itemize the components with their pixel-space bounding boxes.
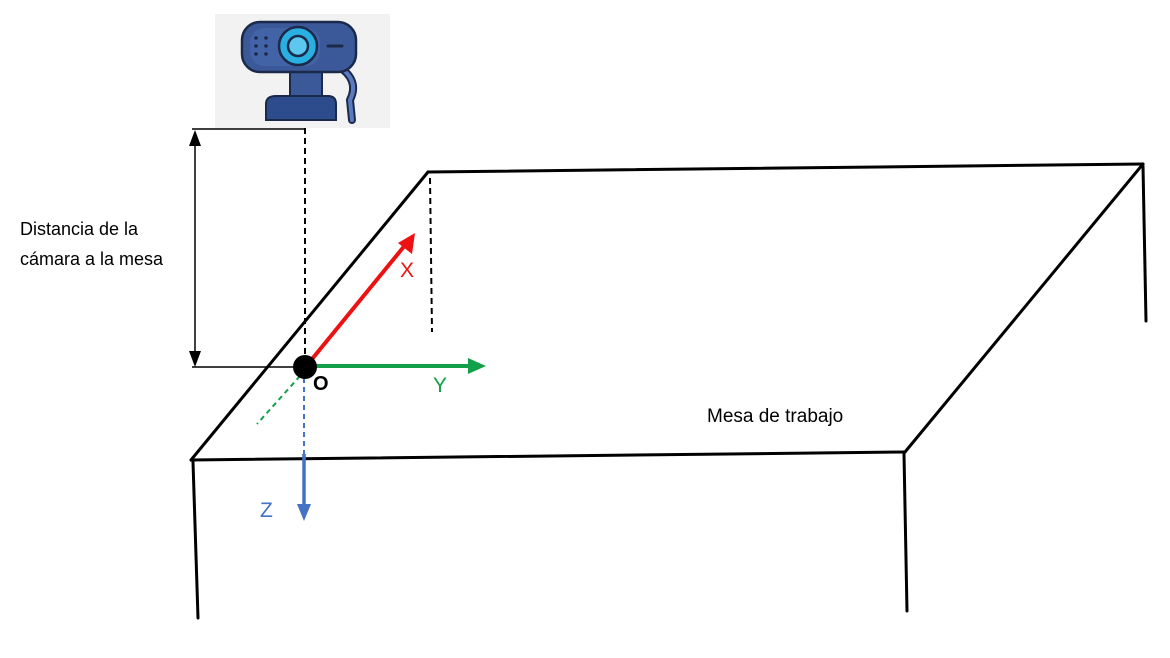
distance-dimension xyxy=(189,128,305,368)
origin-point xyxy=(293,355,317,379)
table-leg-front-right xyxy=(902,452,909,613)
distance-label-line1: Distancia de la xyxy=(20,219,139,239)
axis-z-label: Z xyxy=(260,499,273,522)
dimension-arrowhead-down xyxy=(189,351,201,367)
table-edge-right xyxy=(903,162,1145,454)
work-table xyxy=(189,162,1148,620)
back-corner-guide xyxy=(429,177,433,333)
distance-label-line2: cámara a la mesa xyxy=(20,249,164,269)
dimension-arrowhead-up xyxy=(189,130,201,146)
table-edge-front xyxy=(189,450,907,462)
distance-label: Distancia de la cámara a la mesa xyxy=(20,214,163,274)
origin-label: O xyxy=(313,373,329,395)
table-leg-back-right xyxy=(1141,164,1148,323)
table-label: Mesa de trabajo xyxy=(707,406,844,427)
axis-x xyxy=(306,233,415,366)
axis-z xyxy=(297,454,311,521)
axis-y xyxy=(308,358,486,374)
table-leg-front-left xyxy=(191,460,200,620)
axis-y-label: Y xyxy=(433,374,448,397)
axis-y-negative-dashed xyxy=(256,375,301,425)
axis-x-label: X xyxy=(400,259,415,282)
table-edge-back xyxy=(426,162,1145,174)
webcam-icon xyxy=(215,14,390,128)
table-edge-left xyxy=(189,170,430,462)
